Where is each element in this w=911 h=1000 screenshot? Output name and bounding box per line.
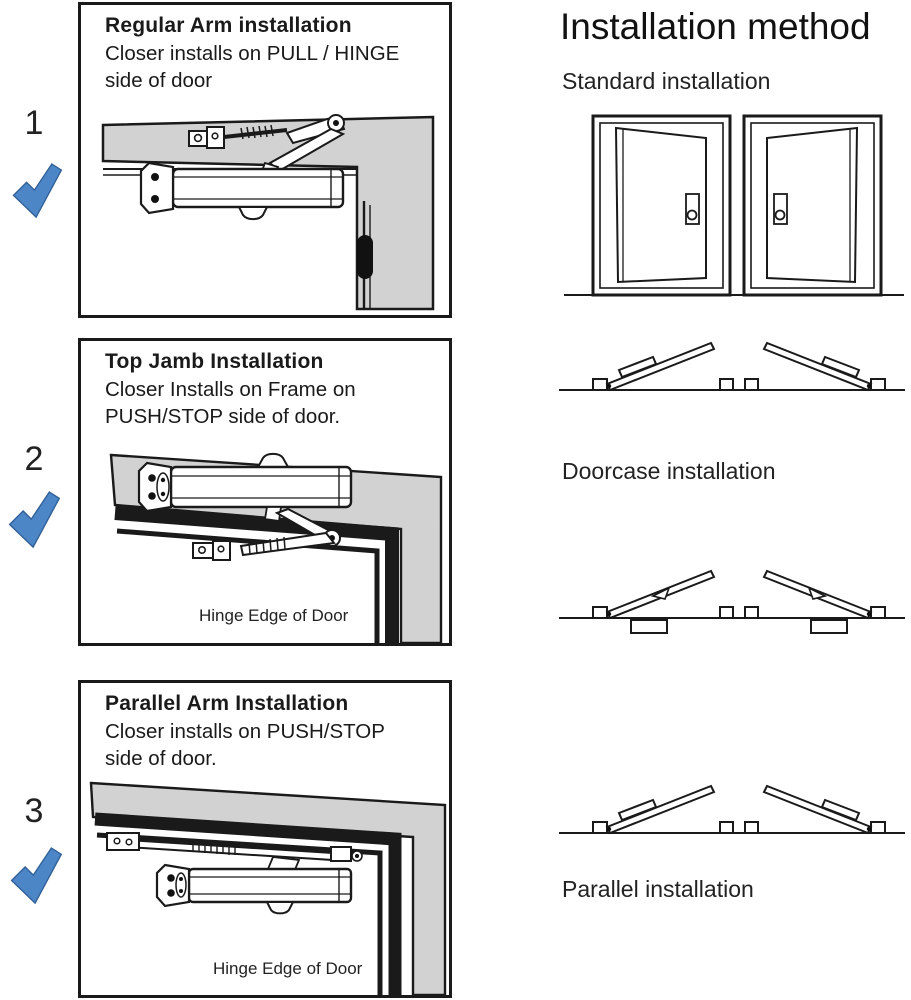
standard-installation-label: Standard installation xyxy=(562,68,771,94)
closer-valve-knob xyxy=(256,452,290,468)
hinge-edge-caption: Hinge Edge of Door xyxy=(213,959,363,978)
panel-title: Parallel Arm Installation xyxy=(105,692,349,715)
closer-on-frame xyxy=(630,619,668,634)
closer-top-view xyxy=(820,798,861,822)
closer-top-view xyxy=(820,355,861,379)
door-stop xyxy=(744,821,759,834)
door-stop xyxy=(719,821,734,834)
panel-parallel-arm: Parallel Arm Installation Closer install… xyxy=(78,680,452,998)
standard-doors-diagram xyxy=(564,114,904,297)
closer-body xyxy=(137,452,353,513)
closer-body xyxy=(155,863,353,915)
door-right xyxy=(742,114,883,297)
hinge-jamb xyxy=(870,821,886,834)
standard-plan-view xyxy=(559,341,905,392)
hinge-block xyxy=(357,235,373,279)
swing-arrow xyxy=(807,586,828,600)
closer-top-view xyxy=(617,355,658,379)
doorcase-installation-label: Doorcase installation xyxy=(562,458,776,484)
parallel-installation-label: Parallel installation xyxy=(562,876,754,902)
door-left xyxy=(591,114,732,297)
hinge-jamb xyxy=(592,606,608,619)
door-frame xyxy=(89,781,447,995)
panel-regular-arm: Regular Arm installation Closer installs… xyxy=(78,2,452,318)
checkmark-icon xyxy=(10,847,63,905)
panel-body: Closer Installs on Frame on PUSH/STOP si… xyxy=(105,378,356,428)
top-jamb-illustration xyxy=(109,452,443,643)
door-stop xyxy=(719,378,734,391)
door-top-view xyxy=(762,341,873,392)
closer-on-frame xyxy=(810,619,848,634)
door-top-view xyxy=(605,784,716,835)
closer-arm xyxy=(192,506,341,561)
door-stop xyxy=(744,378,759,391)
hinge-jamb xyxy=(870,378,886,391)
parallel-plan-view xyxy=(559,784,905,835)
closer-top-view xyxy=(617,798,658,822)
closer-body xyxy=(139,161,345,221)
hinge-edge-caption: Hinge Edge of Door xyxy=(199,606,349,625)
panel-body: Closer installs on PUSH/STOP side of doo… xyxy=(105,720,385,770)
parallel-arm-illustration xyxy=(89,781,447,995)
checkmark-icon xyxy=(8,491,61,549)
panel-top-jamb: Top Jamb Installation Closer Installs on… xyxy=(78,338,452,646)
doorcase-plan-view xyxy=(559,569,905,634)
step-2-number: 2 xyxy=(24,440,44,478)
door-stop xyxy=(719,606,734,619)
closer-arm xyxy=(188,114,346,183)
hinge-jamb xyxy=(870,606,886,619)
closer-arm xyxy=(106,832,363,873)
regular-arm-illustration xyxy=(101,114,435,311)
panel-title: Top Jamb Installation xyxy=(105,350,324,373)
closer-valve-knob xyxy=(237,206,269,221)
hinge-jamb xyxy=(592,378,608,391)
swing-arrow xyxy=(650,586,671,600)
door-top-view xyxy=(762,784,873,835)
door-stop xyxy=(744,606,759,619)
page-title: Installation method xyxy=(560,6,871,47)
step-3-number: 3 xyxy=(24,792,44,830)
step-1-number: 1 xyxy=(24,104,44,142)
door-top-view xyxy=(605,341,716,392)
panel-body: Closer installs on PULL / HINGE side of … xyxy=(105,42,400,92)
hinge-jamb xyxy=(592,821,608,834)
panel-title: Regular Arm installation xyxy=(105,14,352,37)
closer-valve-knob xyxy=(265,901,295,915)
checkmark-icon xyxy=(12,163,63,219)
